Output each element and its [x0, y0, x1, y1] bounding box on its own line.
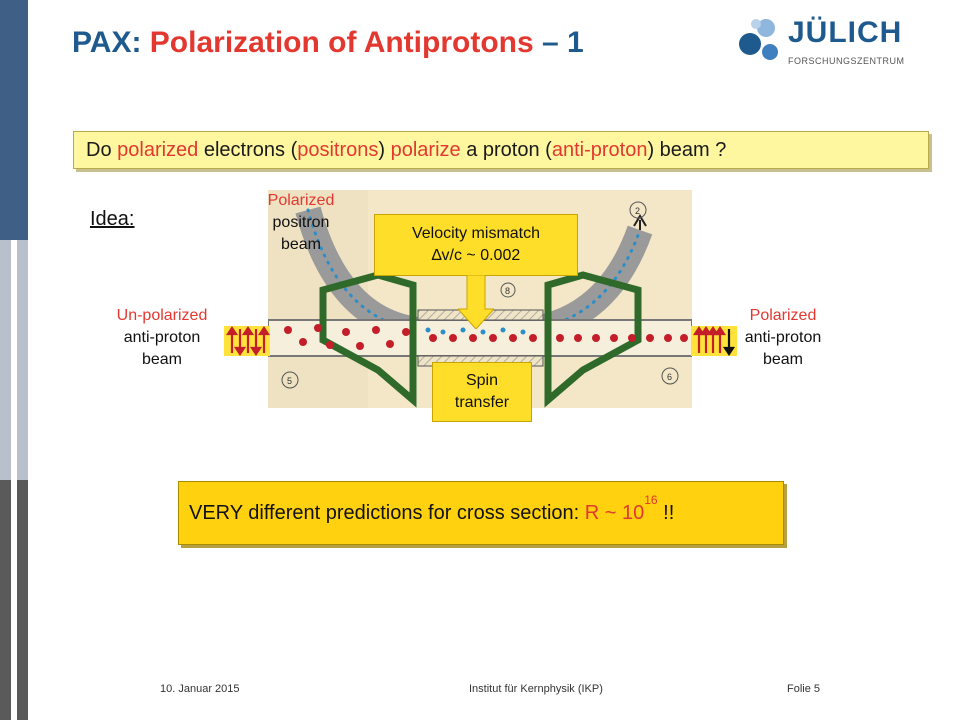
logo-mark-icon	[739, 19, 778, 60]
velocity-mismatch-value: ∆v/c ~ 0.002	[431, 247, 521, 264]
polarized-beam-label: Polarized anti-proton beam	[744, 307, 822, 368]
footer-institute: Institut für Kernphysik (IKP)	[469, 683, 603, 695]
marker-5: 5	[287, 376, 292, 386]
question-anti-proton: anti-proton	[551, 139, 648, 161]
polarized-spin-box	[691, 326, 737, 356]
title-main: Polarization of Antiprotons	[149, 26, 534, 59]
logo-wordmark: JÜLICH	[788, 16, 903, 49]
title-prefix: PAX:	[72, 26, 142, 59]
question-banner: Do polarized electrons (positrons) polar…	[73, 131, 929, 169]
spin-transfer-box: Spin transfer	[432, 362, 532, 422]
velocity-mismatch-box: Velocity mismatch ∆v/c ~ 0.002	[374, 214, 578, 276]
diagram-markers: 2 8 5 6	[281, 201, 679, 389]
question-polarize: polarize	[390, 139, 461, 161]
question-text-1: Do	[86, 139, 118, 161]
velocity-mismatch-title: Velocity mismatch	[411, 225, 541, 242]
question-polarized: polarized	[117, 139, 199, 161]
marker-6: 6	[667, 372, 672, 382]
idea-label: Idea:	[90, 208, 135, 230]
result-ratio: R ~ 1016	[584, 493, 658, 524]
footer-date: 10. Januar 2015	[160, 683, 240, 695]
juelich-logo: JÜLICH FORSCHUNGSZENTRUM	[736, 14, 921, 70]
antiproton-dots	[284, 324, 688, 350]
title-suffix: – 1	[542, 26, 584, 59]
down-arrow-icon	[458, 275, 494, 329]
sidebar-divider	[11, 240, 17, 720]
question-text-5: ) beam ?	[647, 139, 727, 161]
result-exponent: 16	[644, 493, 658, 507]
result-exclaim: !!	[657, 502, 675, 524]
spin-transfer-line2: transfer	[454, 394, 510, 411]
question-text-4: a proton (	[460, 139, 552, 161]
aligned-spin-arrows-icon	[692, 326, 736, 356]
unpolarized-beam-label: Un-polarized anti-proton beam	[116, 307, 208, 368]
magnet-right	[544, 271, 642, 408]
marker-2: 2	[635, 206, 640, 216]
marker-8: 8	[505, 286, 510, 296]
logo-subtitle: FORSCHUNGSZENTRUM	[788, 56, 905, 66]
footer-page-number: Folie 5	[787, 683, 821, 695]
question-text-2: electrons (	[198, 139, 298, 161]
sidebar-stripe-top	[0, 0, 28, 240]
page-title: PAX: Polarization of Antiprotons – 1	[72, 26, 584, 60]
spin-transfer-line1: Spin	[465, 372, 499, 389]
question-positrons: positrons	[297, 139, 379, 161]
unpolarized-spin-box	[224, 326, 271, 356]
result-text: VERY different predictions for cross sec…	[189, 502, 585, 524]
mixed-spin-arrows-icon	[225, 326, 271, 356]
positron-beam-label: Polarized positron beam	[267, 192, 335, 253]
question-text-3: )	[378, 139, 391, 161]
positron-dots	[425, 327, 526, 335]
cross-section-banner: VERY different predictions for cross sec…	[178, 481, 784, 545]
